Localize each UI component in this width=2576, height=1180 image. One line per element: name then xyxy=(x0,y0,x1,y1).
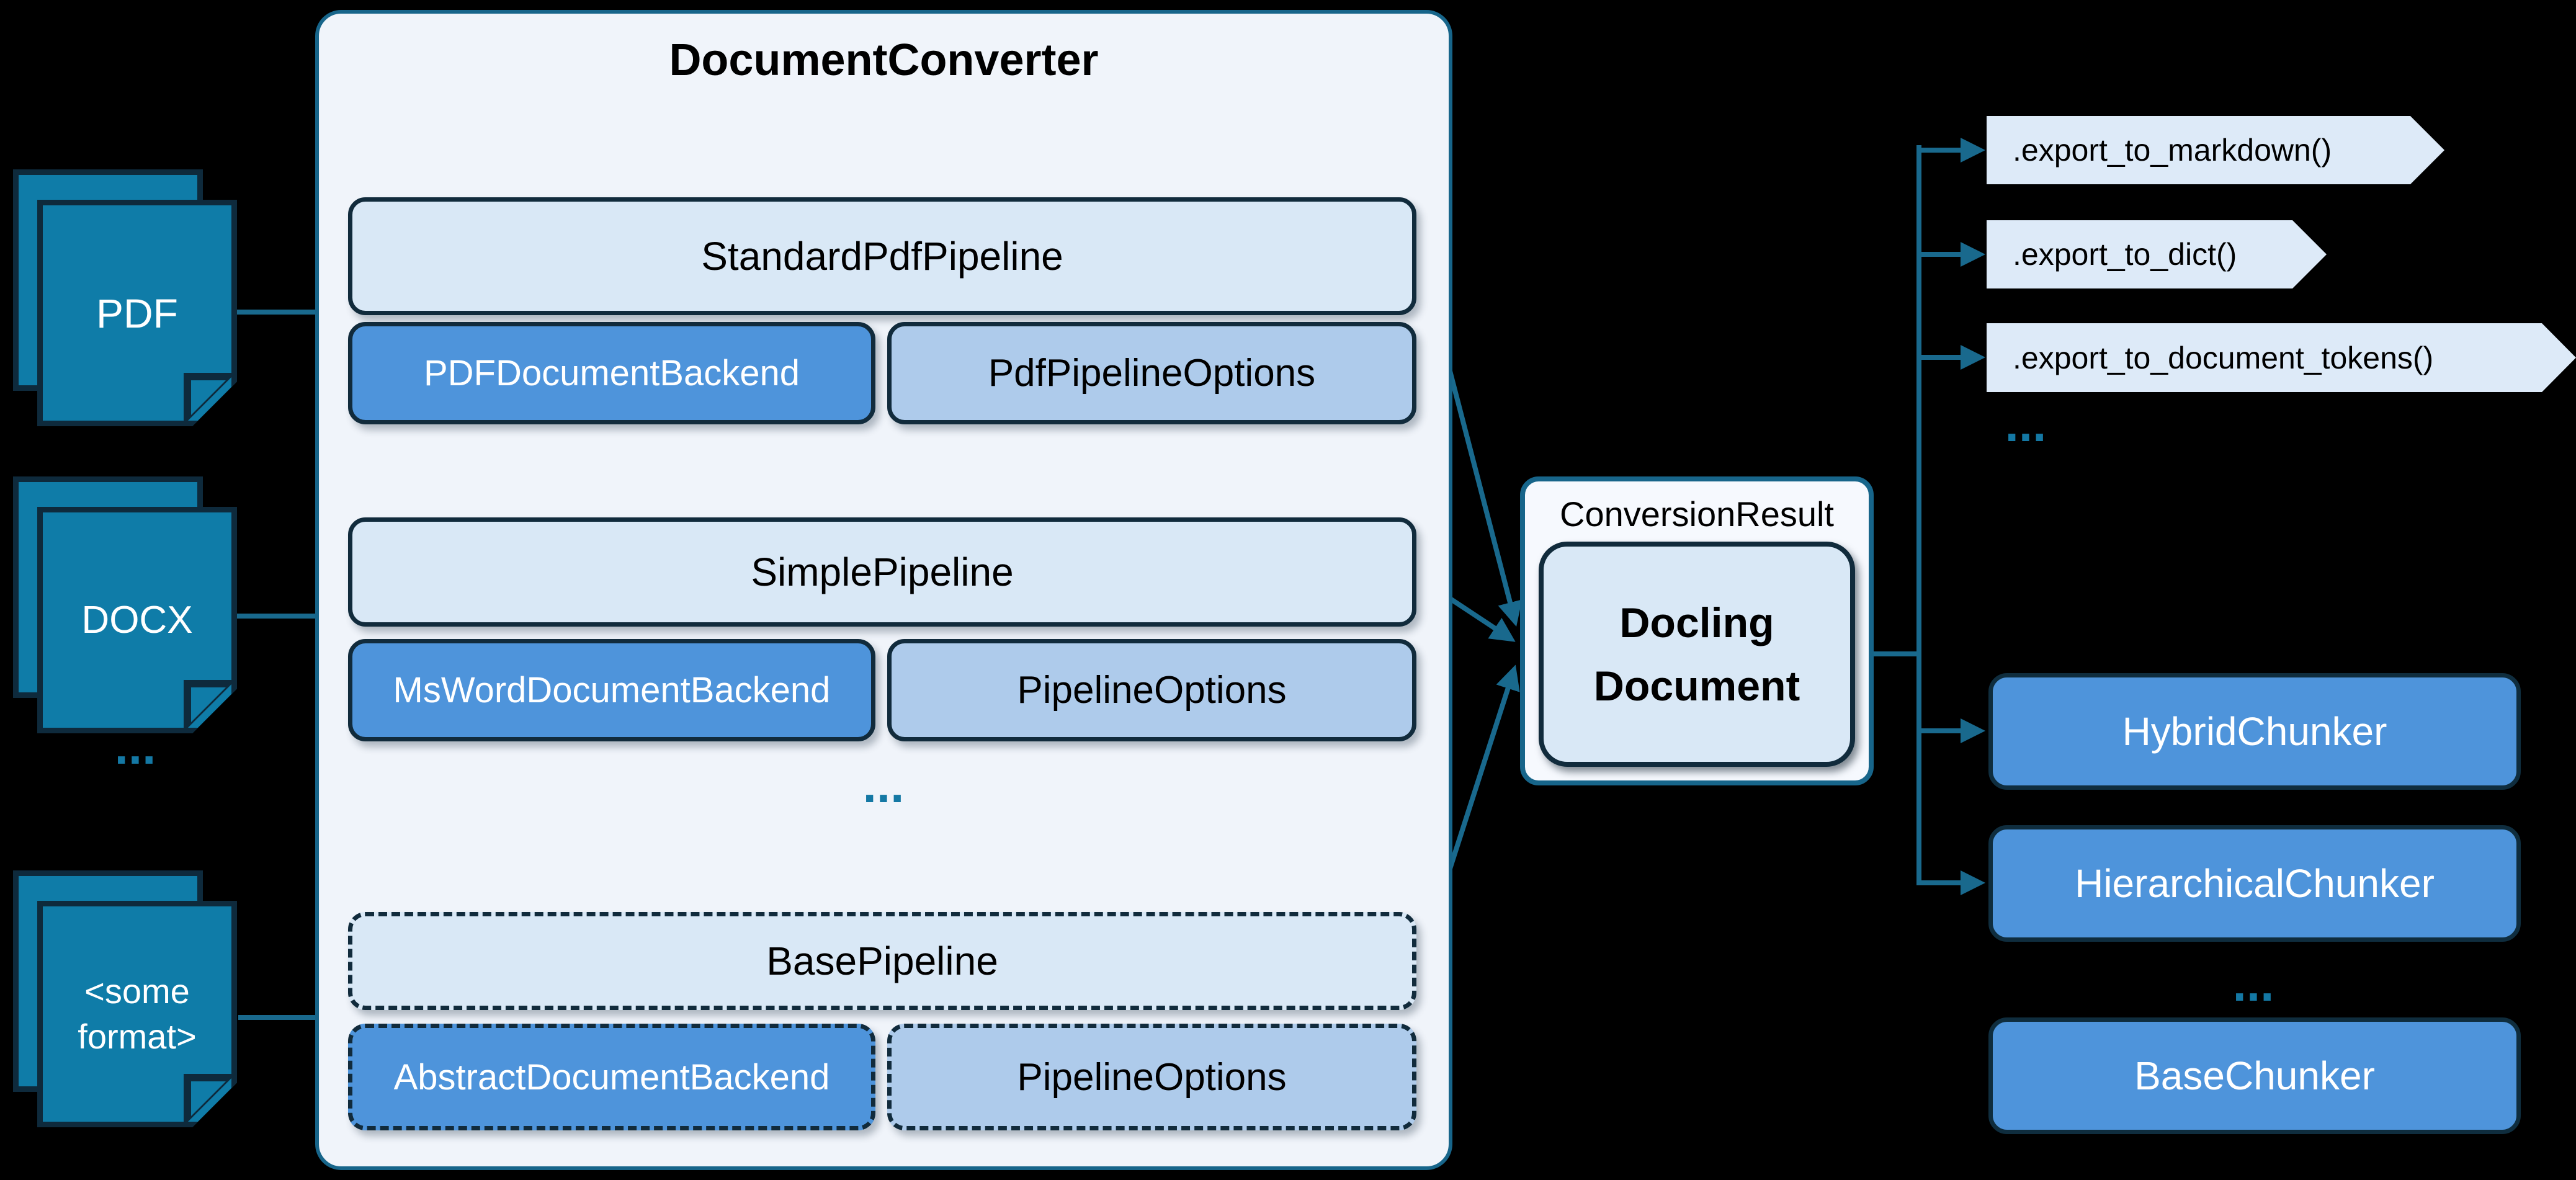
document-converter-title: DocumentConverter xyxy=(669,35,1099,85)
converter-ellipsis: ... xyxy=(862,758,905,813)
chunkers-ellipsis: ... xyxy=(2232,956,2274,1011)
hybrid-chunker-box: HybridChunker xyxy=(1988,673,2521,790)
export-to-dict-flag: .export_to_dict() xyxy=(1987,220,2327,288)
docx-label: DOCX xyxy=(81,599,193,641)
document-front-sheet xyxy=(37,507,237,733)
docling-document-line2: Document xyxy=(1593,662,1800,710)
someformat-label-line1: <some xyxy=(84,971,190,1011)
pipeline-options-box: PipelineOptions xyxy=(887,1024,1416,1130)
docling-document-box: Docling Document xyxy=(1539,542,1855,767)
simple-pipeline-box: SimplePipeline xyxy=(348,517,1416,627)
inputs-ellipsis: ... xyxy=(114,719,156,774)
conversion-result-label: ConversionResult xyxy=(1560,494,1834,534)
docx-document-icon: DOCX xyxy=(13,476,237,733)
pipeline-options-box: PipelineOptions xyxy=(887,639,1416,741)
export-to-document-tokens-flag: .export_to_document_tokens() xyxy=(1987,323,2576,392)
hierarchical-chunker-box: HierarchicalChunker xyxy=(1988,825,2521,942)
msword-document-backend-box: MsWordDocumentBackend xyxy=(348,639,875,741)
someformat-document-icon: <some format> xyxy=(13,870,237,1127)
export-to-markdown-flag: .export_to_markdown() xyxy=(1987,116,2444,184)
pdf-label: PDF xyxy=(96,290,178,336)
abstract-document-backend-box: AbstractDocumentBackend xyxy=(348,1024,875,1130)
someformat-label-line2: format> xyxy=(78,1016,197,1056)
pdf-document-backend-box: PDFDocumentBackend xyxy=(348,322,875,424)
standard-pdf-pipeline-box: StandardPdfPipeline xyxy=(348,197,1416,315)
base-chunker-box: BaseChunker xyxy=(1988,1017,2521,1134)
base-pipeline-box: BasePipeline xyxy=(348,912,1416,1010)
exports-ellipsis: ... xyxy=(2005,396,2047,452)
docling-document-line1: Docling xyxy=(1619,599,1774,646)
pdf-pipeline-options-box: PdfPipelineOptions xyxy=(887,322,1416,424)
pdf-document-icon: PDF xyxy=(13,169,237,426)
